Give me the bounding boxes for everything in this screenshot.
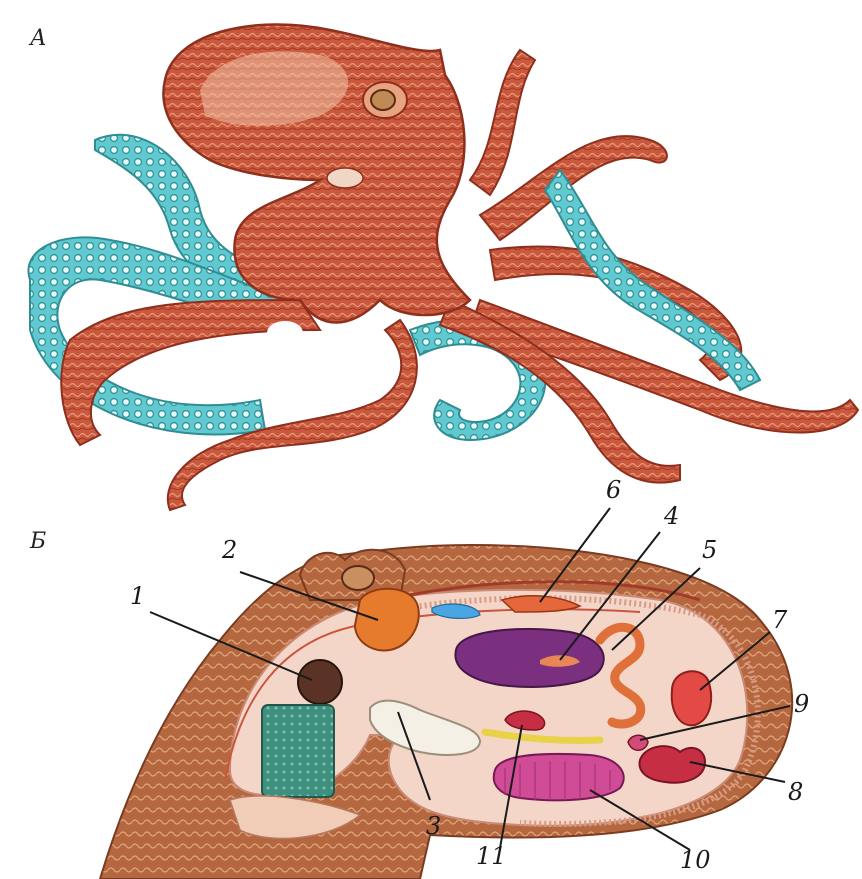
siphon bbox=[327, 168, 363, 188]
heart bbox=[640, 746, 705, 783]
liver bbox=[672, 671, 711, 725]
callout-4: 4 bbox=[663, 502, 679, 530]
panel-b-letter: Б bbox=[29, 529, 46, 554]
callout-6: 6 bbox=[606, 476, 621, 504]
callout-11: 11 bbox=[476, 842, 507, 870]
heart-small bbox=[628, 735, 648, 750]
callout-3: 3 bbox=[426, 812, 441, 840]
callout-9: 9 bbox=[794, 690, 809, 718]
gills bbox=[262, 705, 334, 797]
ink-sac bbox=[298, 660, 342, 704]
arm-gap-left bbox=[267, 321, 303, 345]
callout-7: 7 bbox=[772, 606, 788, 634]
callout-8: 8 bbox=[788, 778, 803, 806]
callout-10: 10 bbox=[680, 846, 711, 874]
panel-a-letter: А bbox=[28, 26, 47, 51]
stomach bbox=[455, 629, 603, 687]
right-upper-arm bbox=[470, 50, 535, 195]
octopus-external-view bbox=[28, 24, 858, 510]
callout-2: 2 bbox=[221, 536, 237, 564]
callout-1: 1 bbox=[130, 582, 145, 610]
octopus-internal-anatomy bbox=[100, 545, 792, 879]
center-red-arm bbox=[440, 300, 680, 483]
callout-5: 5 bbox=[702, 536, 717, 564]
octopus-eye bbox=[371, 90, 395, 110]
eye-section bbox=[342, 566, 374, 590]
